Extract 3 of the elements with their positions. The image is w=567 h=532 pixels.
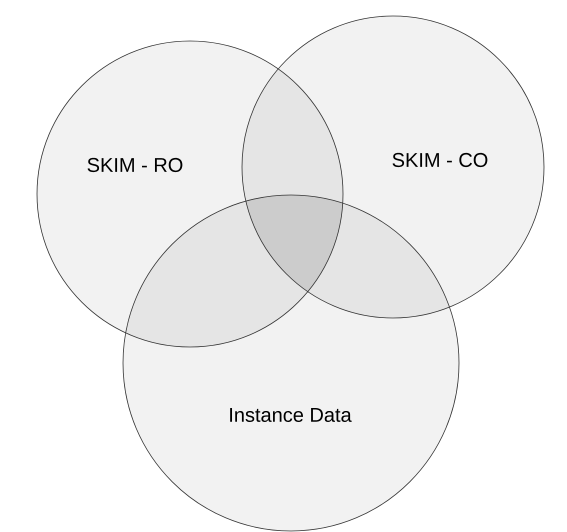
- circle-label: SKIM - CO: [392, 152, 488, 168]
- circle-label: SKIM - RO: [88, 158, 182, 172]
- circle-label: Instance Data: [230, 408, 352, 422]
